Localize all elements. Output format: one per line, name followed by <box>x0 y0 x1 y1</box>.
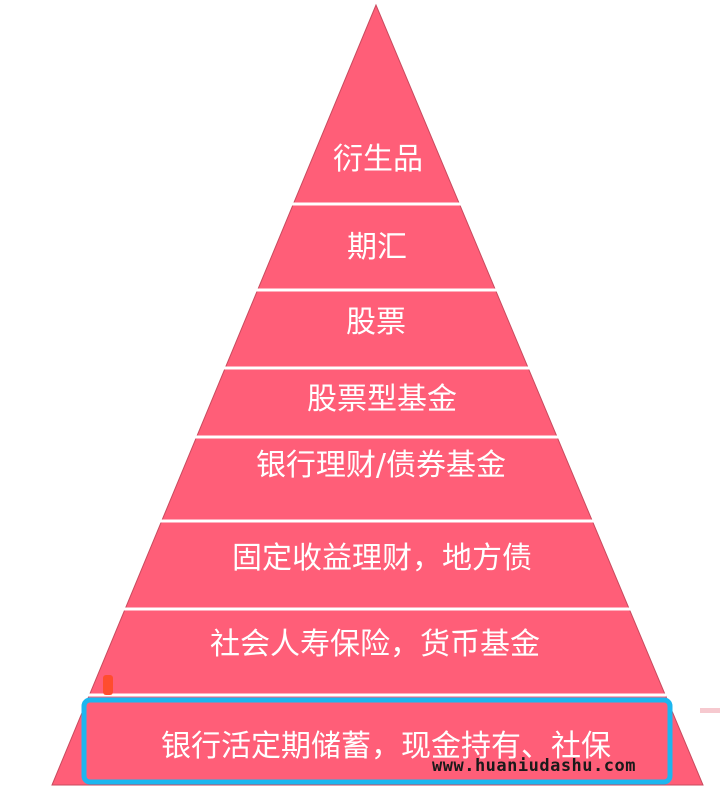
level-label-5: 银行理财/债券基金 <box>256 448 506 483</box>
level-label-1: 衍生品 <box>333 142 423 177</box>
pyramid-shape <box>51 3 704 786</box>
level-label-4: 股票型基金 <box>307 382 457 417</box>
level-label-3: 股票 <box>346 305 406 340</box>
watermark-text: www.huaniudashu.com <box>432 756 636 776</box>
highlight-box <box>81 697 673 785</box>
level-label-7: 社会人寿保险，货币基金 <box>210 627 540 662</box>
level-label-2: 期汇 <box>347 230 407 265</box>
level-label-6: 固定收益理财，地方债 <box>232 541 532 576</box>
side-marker <box>700 708 720 713</box>
level-labels: 衍生品 期汇 股票 股票型基金 银行理财/债券基金 固定收益理财，地方债 社会人… <box>161 142 611 764</box>
level-dividers <box>88 202 666 697</box>
orange-marker <box>103 675 113 695</box>
level-label-8: 银行活定期储蓄，现金持有、社保 <box>161 729 611 764</box>
